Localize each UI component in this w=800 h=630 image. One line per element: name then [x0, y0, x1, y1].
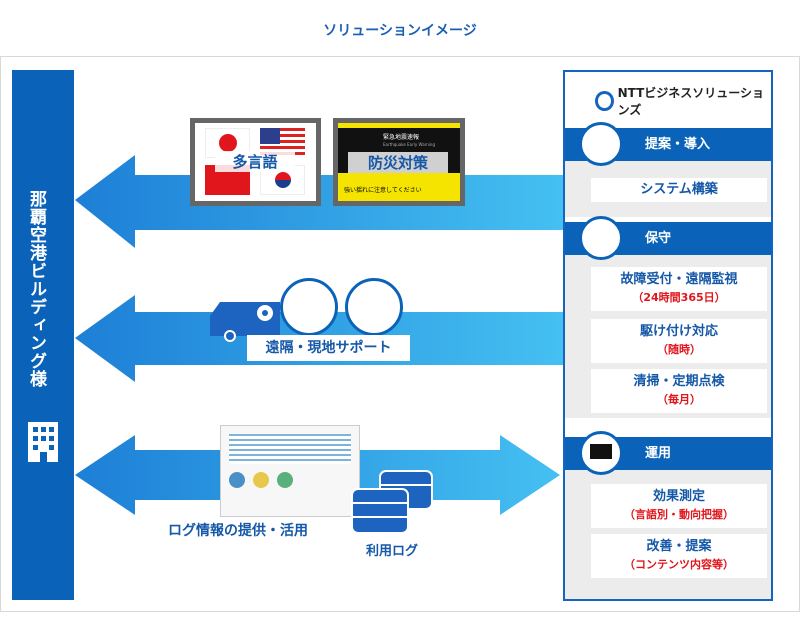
screen-message: 強い揺れに注意してください — [338, 173, 460, 201]
usage-log-label: 利用ログ — [366, 544, 419, 559]
multilingual-monitor: 多言語 — [190, 118, 321, 206]
multilingual-label: 多言語 — [215, 151, 295, 172]
client-bar — [12, 70, 74, 600]
provider-panel: NTTビジネスソリューションズ 提案・導入 システム構築 保守 故障受付・遠隔監… — [563, 70, 773, 601]
building-icon — [28, 422, 58, 462]
computer-icon — [579, 431, 623, 475]
disaster-label: 防災対策 — [348, 152, 448, 173]
client-name: 那覇空港ビルディング様 — [26, 190, 46, 388]
maintenance-avatar — [579, 216, 623, 260]
maintenance-staff-avatar — [280, 278, 338, 336]
item-system-build: システム構築 — [591, 178, 767, 202]
ntt-logo-icon — [595, 91, 614, 111]
item-effect: 効果測定（言語別・動向把握） — [591, 484, 767, 528]
support-label: 遠隔・現地サポート — [247, 335, 410, 361]
item-improve: 改善・提案（コンテンツ内容等） — [591, 534, 767, 578]
logo-text: NTTビジネスソリューションズ — [617, 86, 765, 117]
sales-staff-avatar — [579, 122, 623, 166]
item-cleaning: 清掃・定期点検（毎月） — [591, 369, 767, 413]
screen-sub: Earthquake Early Warning — [383, 142, 435, 147]
operator-avatar — [345, 278, 403, 336]
ntt-logo: NTTビジネスソリューションズ — [595, 84, 771, 118]
report-image — [220, 425, 360, 517]
page-title: ソリューションイメージ — [323, 23, 477, 39]
truck-icon — [210, 302, 280, 342]
item-remote-monitor: 故障受付・遠隔監視（24時間365日） — [591, 267, 767, 311]
log-label: ログ情報の提供・活用 — [168, 520, 308, 540]
database-icon — [351, 470, 433, 534]
item-onsite: 駆け付け対応（随時） — [591, 319, 767, 363]
screen-title: 緊急地震速報 — [383, 134, 420, 141]
disaster-monitor: 緊急地震速報 Earthquake Early Warning 強い揺れに注意し… — [333, 118, 465, 206]
